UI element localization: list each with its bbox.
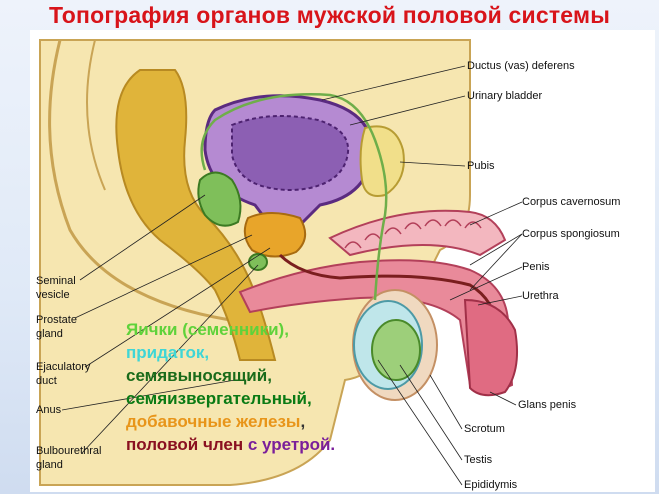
overlay-line6: половой член с уретрой. xyxy=(126,433,335,456)
prostate xyxy=(243,212,307,258)
bladder-inner xyxy=(231,115,350,191)
label-ejac-line1: Ejaculatory xyxy=(36,361,91,373)
label-corpus-cavernosum: Corpus cavernosum xyxy=(522,196,621,208)
label-urinary-bladder: Urinary bladder xyxy=(467,90,543,102)
overlay-line4: семяизвергательный, xyxy=(126,389,312,408)
ductus-deferens-path xyxy=(200,93,388,301)
overlay-line5b: , xyxy=(300,412,306,431)
label-bulbo-line1: Bulbourethral xyxy=(36,445,102,457)
label-prostate-line1: Prostate xyxy=(36,314,77,326)
overlay-line2: придаток, xyxy=(126,343,210,362)
leader-lines xyxy=(61,65,523,486)
overlay-line1: Яички (семенники), xyxy=(126,320,289,339)
label-ejac-line2: duct xyxy=(36,375,57,387)
label-seminal-vesicle: Seminal vesicle xyxy=(36,274,76,302)
label-seminal-line1: Seminal xyxy=(36,275,76,287)
page-title: Топография органов мужской половой систе… xyxy=(48,2,611,28)
overlay-line3: семявыносящий, xyxy=(126,366,272,385)
label-ductus-deferens: Ductus (vas) deferens xyxy=(467,60,575,72)
bulbourethral xyxy=(248,253,268,271)
label-scrotum: Scrotum xyxy=(464,423,505,435)
label-epididymis: Epididymis xyxy=(464,479,518,491)
label-ejaculatory-duct: Ejaculatory duct xyxy=(36,360,90,388)
label-corpus-spongiosum: Corpus spongiosum xyxy=(522,228,620,240)
label-urethra: Urethra xyxy=(522,290,559,302)
overlay-line5: добавочные железы, xyxy=(126,410,335,433)
overlay-text: Яички (семенники), придаток, семявыносящ… xyxy=(126,318,335,456)
label-bulbourethral-gland: Bulbourethral gland xyxy=(36,444,101,472)
overlay-line6a: половой член xyxy=(126,435,244,454)
label-penis: Penis xyxy=(522,261,550,273)
glans xyxy=(463,298,518,397)
cavernosum-bumps xyxy=(344,219,482,249)
label-anus: Anus xyxy=(36,404,62,416)
corpus-cavernosum xyxy=(328,209,507,257)
label-testis: Testis xyxy=(464,454,493,466)
label-prostate-line2: gland xyxy=(36,328,63,340)
label-glans-penis: Glans penis xyxy=(518,399,577,411)
seminal-vesicle xyxy=(197,171,242,227)
testis-shape xyxy=(371,319,421,381)
sacrum xyxy=(48,39,231,322)
label-pubis: Pubis xyxy=(467,160,495,172)
label-prostate-gland: Prostate gland xyxy=(36,313,77,341)
back-outline xyxy=(86,39,106,191)
overlay-line6b: с уретрой. xyxy=(243,435,336,454)
urethra-line xyxy=(278,253,499,331)
rectum xyxy=(115,69,277,361)
label-seminal-line2: vesicle xyxy=(36,289,70,301)
overlay-line5a: добавочные железы xyxy=(126,412,301,431)
label-bulbo-line2: gland xyxy=(36,459,63,471)
